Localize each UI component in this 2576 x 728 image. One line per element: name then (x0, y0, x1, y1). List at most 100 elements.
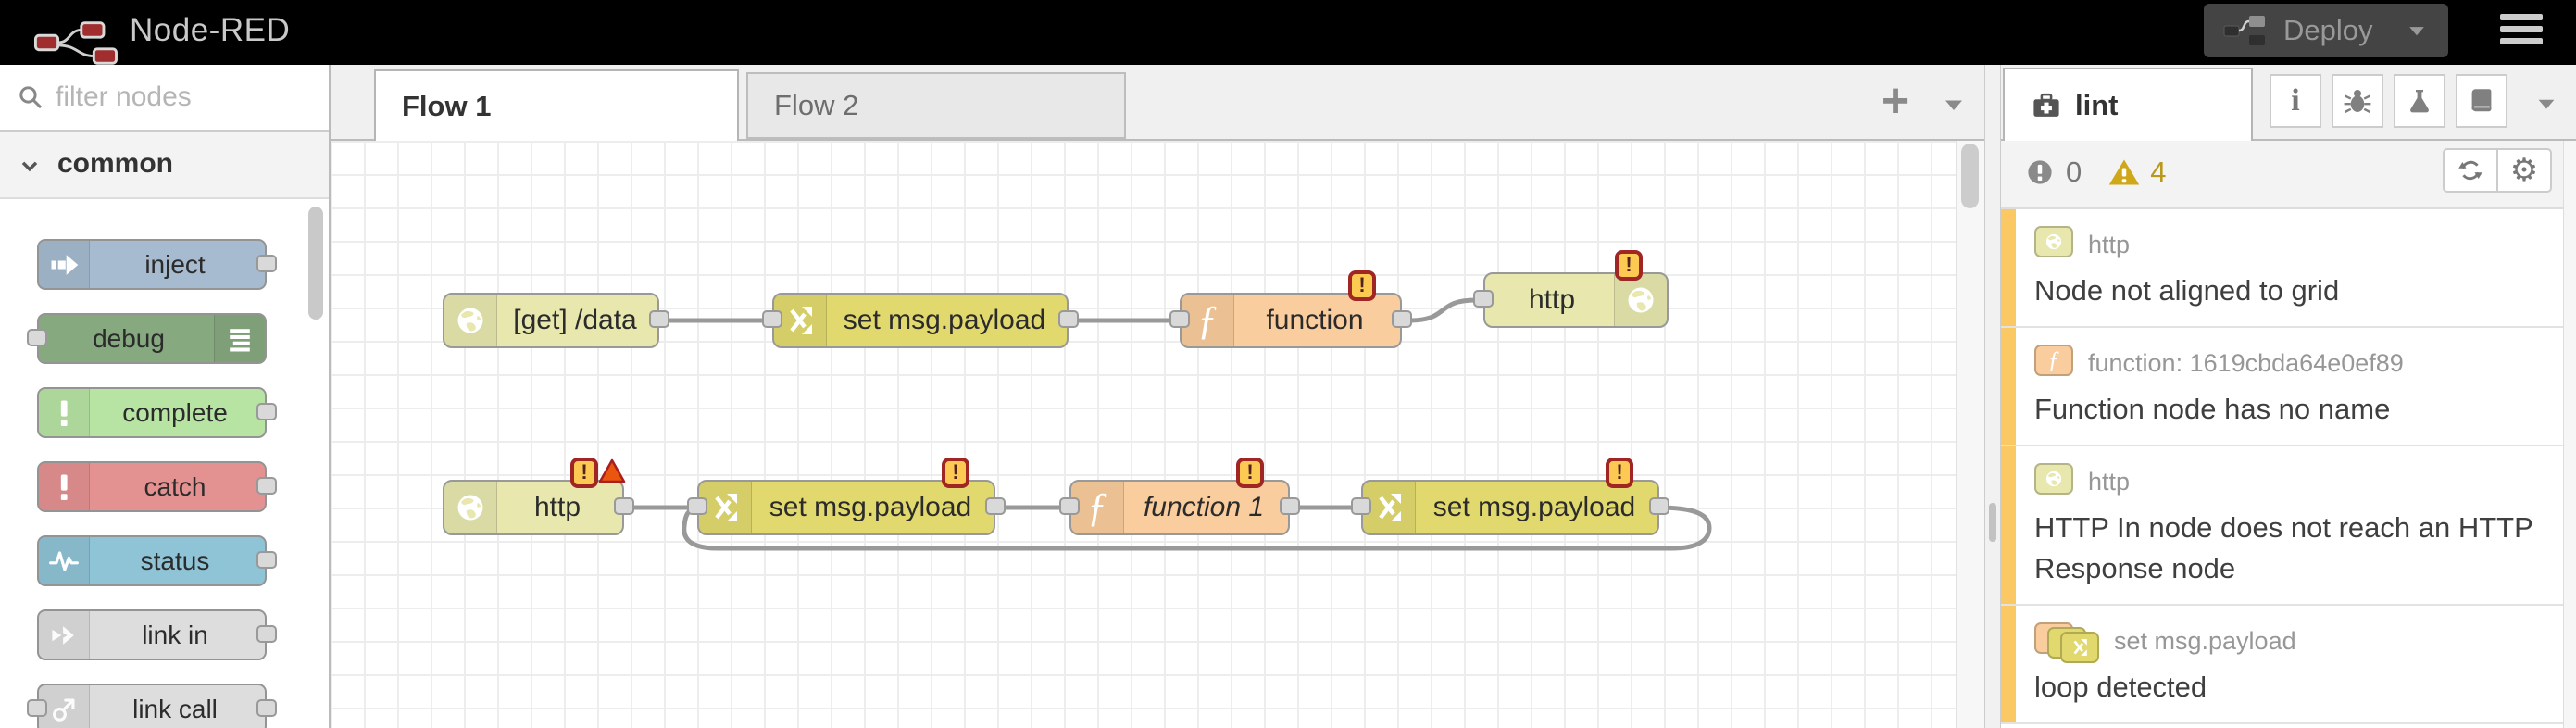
flask-icon (2410, 90, 2429, 113)
flow-node-http-in-2[interactable]: http! (443, 458, 634, 535)
palette-node-label: catch (144, 471, 206, 501)
sidebar-tab-lint[interactable]: lint (2003, 68, 2253, 141)
palette-node-status[interactable]: status (37, 535, 277, 586)
severity-bar (2001, 209, 2016, 326)
flow-node-http-response-1[interactable]: http! (1473, 250, 1669, 328)
lint-issue[interactable]: http Node not aligned to grid (2001, 209, 2563, 328)
lint-issue[interactable]: ƒ set msg.payload loop detected (2001, 606, 2563, 724)
node-icon-stack: ƒ (2034, 622, 2099, 663)
palette-node-complete[interactable]: complete (37, 387, 277, 438)
wire-change-3-to-change-2[interactable] (682, 505, 1712, 551)
palette-node-debug[interactable]: debug (27, 313, 267, 364)
wires[interactable] (331, 141, 1956, 728)
severity-bar (2001, 446, 2016, 604)
node-port-in[interactable] (687, 497, 707, 515)
flow-node-change-3[interactable]: set msg.payload! (1351, 458, 1669, 535)
flow-node-change-1[interactable]: set msg.payload (762, 293, 1079, 348)
lint-issue-head: http (2034, 461, 2545, 502)
palette-node-label: complete (122, 397, 228, 427)
palette-node-label: link in (142, 620, 208, 649)
node-port-out[interactable] (256, 476, 277, 495)
node-port-out[interactable] (256, 402, 277, 420)
node-port-out[interactable] (614, 497, 634, 515)
flow-node-function-2[interactable]: ƒ function 1! (1059, 458, 1300, 535)
refresh-button[interactable] (2445, 150, 2496, 191)
flow-node-label: function (1266, 305, 1364, 335)
node-port-out[interactable] (256, 254, 277, 272)
node-port-out[interactable] (256, 624, 277, 643)
tab-flow1[interactable]: Flow 1 (374, 69, 739, 141)
sidebar-tab-book[interactable] (2456, 74, 2507, 128)
node-port-in[interactable] (1473, 290, 1494, 308)
settings-button[interactable]: ⚙ (2496, 150, 2550, 191)
node-port-in[interactable] (27, 328, 47, 346)
function-icon: ƒ (2034, 345, 2073, 376)
exclaim-icon (39, 463, 90, 510)
sidebar-tab-bug[interactable] (2332, 74, 2383, 128)
flow-canvas[interactable]: [get] /data set msg.payload ƒ function! h… (331, 141, 1956, 728)
flow-node-http-in-1[interactable]: [get] /data (443, 293, 669, 348)
palette-scrollbar[interactable] (308, 207, 323, 320)
sidebar-tab-flask[interactable] (2394, 74, 2445, 128)
canvas-scrollbar-track (1956, 141, 1984, 728)
node-port-in[interactable] (762, 310, 782, 328)
palette-search (0, 65, 329, 132)
sidebar-tab-info[interactable]: i (2270, 74, 2321, 128)
header-bar: Node-RED Deploy (0, 0, 2576, 65)
wire-function-1-to-http-response-1[interactable] (1407, 297, 1479, 323)
node-warning-badge: ! (1236, 458, 1264, 488)
node-port-in[interactable] (27, 698, 47, 717)
flow-node-label: set msg.payload (843, 305, 1046, 335)
lint-issue[interactable]: http HTTP In node does not reach an HTTP… (2001, 446, 2563, 606)
error-count: 0 (2066, 156, 2082, 188)
node-warning-badge: ! (942, 458, 969, 488)
sidebar-scrollbar-track[interactable] (2563, 141, 2576, 728)
sidebar-tabs-chevron-down-icon[interactable] (2533, 91, 2559, 117)
link-call-icon (39, 685, 90, 728)
node-port-out[interactable] (985, 497, 1006, 515)
node-port-out[interactable] (1392, 310, 1412, 328)
status-icon (39, 537, 90, 584)
search-input[interactable] (54, 72, 307, 122)
node-port-out[interactable] (256, 550, 277, 569)
node-port-out[interactable] (1649, 497, 1669, 515)
app-title: Node-RED (130, 12, 291, 48)
globe-icon (444, 295, 497, 346)
deploy-button[interactable]: Deploy (2204, 4, 2448, 57)
function-icon: ƒ (1182, 295, 1234, 346)
node-port-in[interactable] (1351, 497, 1371, 515)
flow-list-chevron-down-icon[interactable] (1940, 91, 1968, 119)
deploy-nodes-icon (2223, 16, 2265, 45)
info-icon: i (2291, 83, 2300, 118)
lint-issue-head: http (2034, 224, 2545, 265)
palette-node-inject[interactable]: inject (37, 239, 277, 290)
add-flow-button[interactable]: + (1881, 74, 1910, 128)
node-red-logo-icon (33, 21, 118, 65)
node-port-out[interactable] (1058, 310, 1079, 328)
lint-issue[interactable]: ƒ function: 1619cbda64e0ef89 Function no… (2001, 328, 2563, 446)
sidebar-splitter[interactable] (1984, 65, 2001, 728)
node-warning-badge: ! (570, 458, 598, 488)
palette-node-catch[interactable]: catch (37, 461, 277, 512)
node-port-out[interactable] (256, 698, 277, 717)
hamburger-icon (2500, 38, 2543, 44)
sidebar-tabbar: lint i (2001, 65, 2576, 141)
severity-bar (2001, 606, 2016, 722)
deploy-chevron-down-icon[interactable] (2405, 19, 2429, 43)
hamburger-icon (2500, 26, 2543, 32)
palette-node-link-in[interactable]: link in (37, 609, 277, 660)
node-port-in[interactable] (1169, 310, 1190, 328)
palette-node-label: link call (132, 694, 218, 723)
node-port-out[interactable] (649, 310, 669, 328)
node-port-in[interactable] (1059, 497, 1080, 515)
palette-node-link-call[interactable]: link call (27, 684, 277, 728)
canvas-scrollbar[interactable] (1961, 144, 1979, 208)
lint-issue-head: ƒ set msg.payload (2034, 621, 2545, 663)
node-warning-badge: ! (1348, 270, 1376, 301)
palette-category-common[interactable]: common (0, 132, 329, 199)
flow-node-function-1[interactable]: ƒ function! (1169, 270, 1412, 348)
flow-node-change-2[interactable]: set msg.payload! (687, 458, 1006, 535)
menu-button[interactable] (2500, 14, 2546, 51)
node-port-out[interactable] (1280, 497, 1300, 515)
tab-flow2[interactable]: Flow 2 (746, 72, 1126, 139)
